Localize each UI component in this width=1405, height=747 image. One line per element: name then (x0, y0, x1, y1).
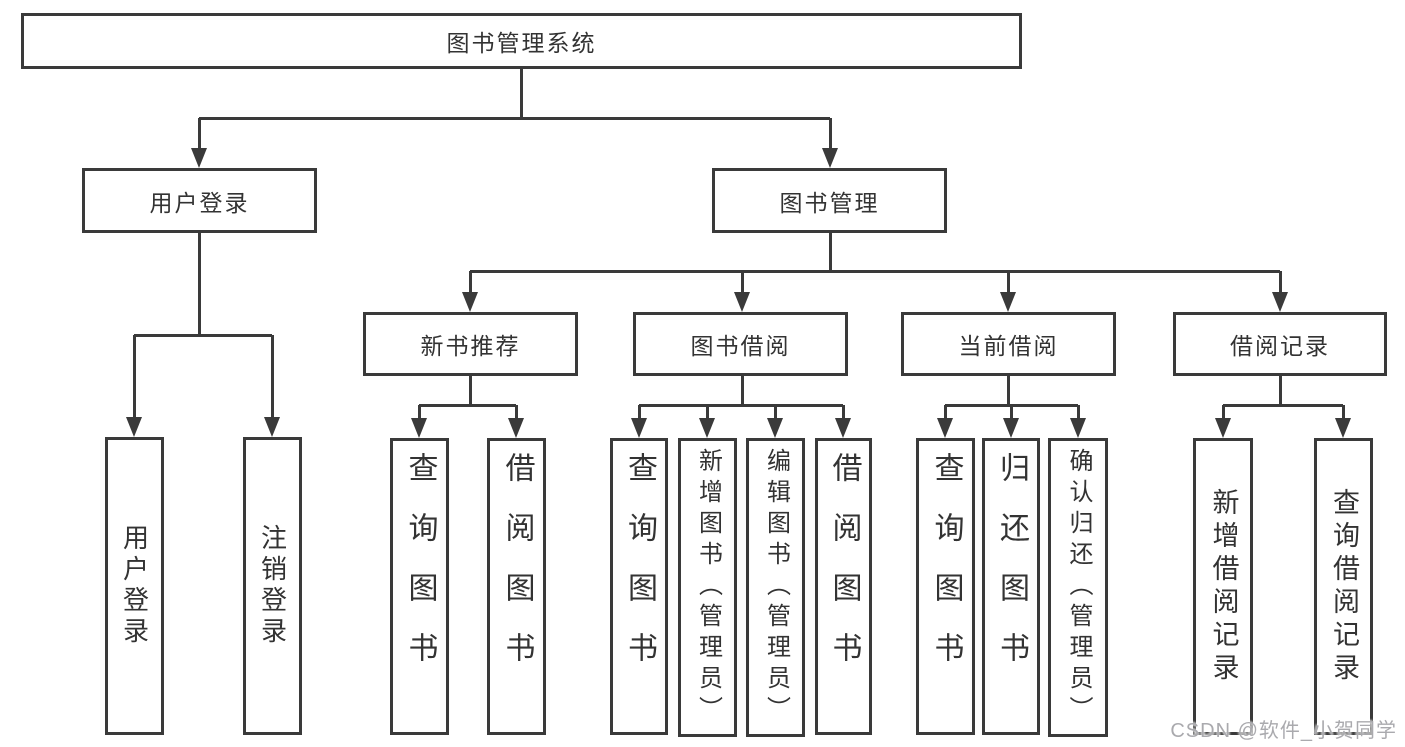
node-leaf-edit-book-admin: 编辑图书（管理员） (746, 438, 805, 737)
arrow-shaft (828, 118, 832, 152)
node-leaf-query-books-cur: 查询图书 (916, 438, 975, 735)
arrow-down-icon (508, 418, 524, 438)
connector-line (828, 233, 832, 273)
arrow-shaft (270, 335, 274, 421)
node-leaf-borrow-books: 借阅图书 (815, 438, 872, 735)
arrow-down-icon (822, 148, 838, 168)
connector-line (1278, 376, 1282, 407)
arrow-down-icon (1000, 292, 1016, 312)
arrow-down-icon (1215, 418, 1231, 438)
node-user-login: 用户登录 (82, 168, 317, 233)
arrow-down-icon (937, 418, 953, 438)
arrow-down-icon (631, 418, 647, 438)
connector-line (197, 233, 201, 337)
connector-line (1006, 376, 1010, 407)
connector-line (519, 69, 523, 120)
arrow-shaft (132, 335, 136, 421)
node-book-management: 图书管理 (712, 168, 947, 233)
connector-line (134, 333, 272, 337)
arrow-shaft (1006, 271, 1010, 296)
node-borrowing-records: 借阅记录 (1173, 312, 1387, 376)
node-label-leaf-confirm-return: 确认归还（管理员） (1065, 448, 1092, 727)
arrow-shaft (740, 271, 744, 296)
arrow-down-icon (1272, 292, 1288, 312)
connector-line (740, 376, 744, 407)
arrow-shaft (637, 405, 641, 422)
node-leaf-user-login: 用户登录 (105, 437, 164, 735)
arrow-down-icon (1070, 418, 1086, 438)
watermark-text: CSDN @软件_小贺同学 (1170, 720, 1397, 742)
node-label-book-borrowing: 图书借阅 (690, 333, 791, 359)
node-leaf-add-borrow-rec: 新增借阅记录 (1193, 438, 1253, 735)
arrow-down-icon (767, 418, 783, 438)
arrow-down-icon (191, 148, 207, 168)
node-leaf-logout: 注销登录 (243, 437, 302, 735)
node-system-root: 图书管理系统 (21, 13, 1022, 69)
node-leaf-query-books-rec: 查询图书 (390, 438, 449, 735)
arrow-down-icon (1335, 418, 1351, 438)
connector-line (639, 403, 843, 407)
arrow-shaft (773, 405, 777, 422)
arrow-shaft (1278, 271, 1282, 296)
node-label-leaf-return-books: 归还图书 (995, 451, 1028, 692)
arrow-shaft (705, 405, 709, 422)
arrow-shaft (514, 405, 518, 422)
arrow-down-icon (264, 417, 280, 437)
node-label-user-login: 用户登录 (149, 189, 250, 216)
arrow-down-icon (126, 417, 142, 437)
node-label-current-borrowing: 当前借阅 (958, 333, 1059, 359)
node-leaf-confirm-return: 确认归还（管理员） (1048, 438, 1108, 737)
node-label-leaf-borrow-books: 借阅图书 (827, 451, 861, 692)
connector-line (468, 376, 472, 407)
node-label-leaf-query-books-cur: 查询图书 (929, 451, 963, 692)
arrow-shaft (1009, 405, 1013, 422)
node-label-leaf-query-books-rec: 查询图书 (403, 451, 437, 692)
node-label-new-book-recommend: 新书推荐 (420, 333, 521, 359)
arrow-shaft (841, 405, 845, 422)
node-new-book-recommend: 新书推荐 (363, 312, 578, 376)
arrow-shaft (417, 405, 421, 422)
node-label-leaf-edit-book-admin: 编辑图书（管理员） (762, 448, 790, 727)
arrow-down-icon (734, 292, 750, 312)
connector-line (419, 403, 516, 407)
connector-line (199, 116, 830, 120)
arrow-shaft (197, 118, 201, 152)
connector-line (470, 269, 1280, 273)
node-label-system-root: 图书管理系统 (446, 30, 597, 56)
arrow-shaft (943, 405, 947, 422)
node-leaf-return-books: 归还图书 (982, 438, 1040, 735)
node-leaf-add-book-admin: 新增图书（管理员） (678, 438, 737, 737)
arrow-shaft (1341, 405, 1345, 422)
node-book-borrowing: 图书借阅 (633, 312, 848, 376)
arrow-shaft (468, 271, 472, 296)
node-label-leaf-borrow-books-rec: 借阅图书 (500, 451, 534, 692)
node-label-leaf-query-books-bor: 查询图书 (623, 451, 656, 692)
node-leaf-query-books-bor: 查询图书 (610, 438, 668, 735)
arrow-shaft (1221, 405, 1225, 422)
node-label-leaf-add-borrow-rec: 新增借阅记录 (1208, 487, 1239, 686)
arrow-down-icon (835, 418, 851, 438)
node-leaf-query-borrow-rec: 查询借阅记录 (1314, 438, 1373, 735)
arrow-down-icon (1003, 418, 1019, 438)
arrow-down-icon (462, 292, 478, 312)
node-label-book-management: 图书管理 (779, 189, 880, 216)
connector-line (1223, 403, 1343, 407)
node-label-borrowing-records: 借阅记录 (1230, 333, 1330, 359)
node-label-leaf-add-book-admin: 新增图书（管理员） (694, 448, 722, 727)
node-label-leaf-user-login: 用户登录 (119, 524, 150, 648)
arrow-down-icon (699, 418, 715, 438)
node-leaf-borrow-books-rec: 借阅图书 (487, 438, 546, 735)
node-current-borrowing: 当前借阅 (901, 312, 1116, 376)
node-label-leaf-query-borrow-rec: 查询借阅记录 (1329, 487, 1359, 686)
arrow-down-icon (411, 418, 427, 438)
arrow-shaft (1076, 405, 1080, 422)
node-label-leaf-logout: 注销登录 (257, 524, 288, 648)
